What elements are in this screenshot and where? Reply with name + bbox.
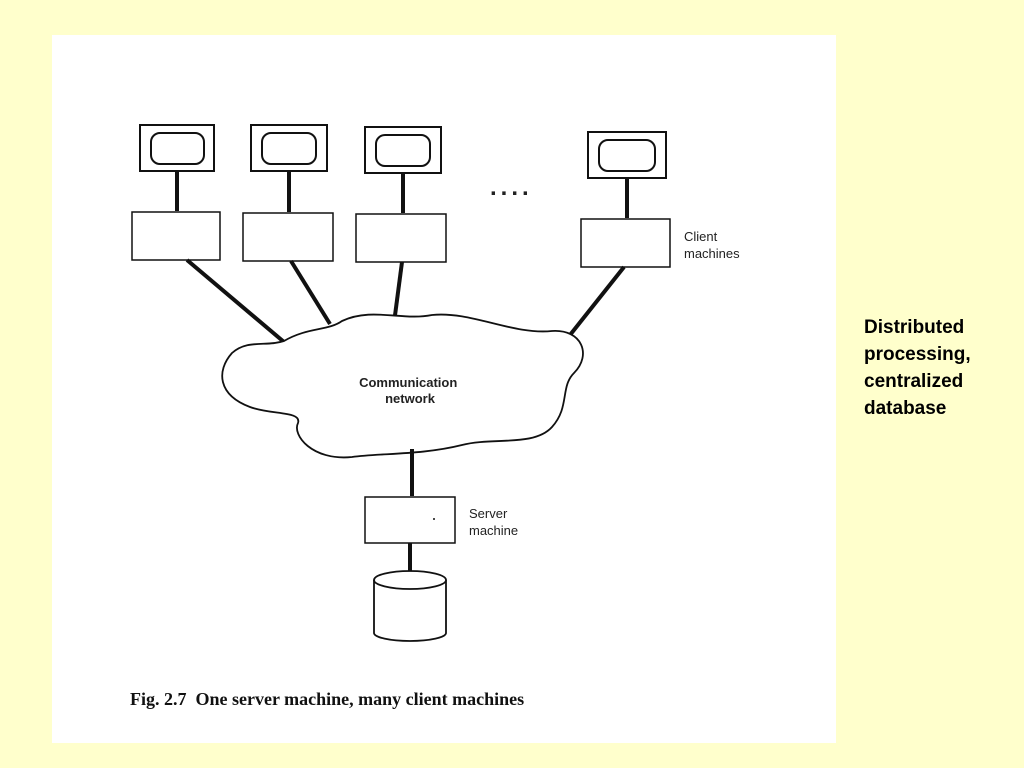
client-box — [355, 213, 447, 263]
client-box — [580, 218, 671, 268]
figure-caption: Fig. 2.7 One server machine, many client… — [130, 689, 525, 709]
server-machine-label: Server machine — [469, 506, 518, 538]
network-cloud — [221, 313, 584, 459]
ellipsis-dots: .... — [490, 174, 533, 201]
client-box — [131, 211, 221, 261]
client-group-2 — [242, 124, 334, 262]
client-machines-label: Client machines — [684, 229, 740, 261]
side-note: Distributed processing, centralized data… — [864, 314, 1014, 422]
database-cylinder-icon — [373, 570, 447, 642]
figure-panel: .... Client machines Communication netwo… — [52, 35, 836, 743]
monitor-icon — [587, 131, 667, 179]
client-box — [242, 212, 334, 262]
client-group-4 — [580, 131, 671, 268]
server-box — [364, 496, 456, 544]
client-server-diagram: .... Client machines Communication netwo… — [131, 124, 740, 642]
communication-network-label: Communication network — [359, 375, 461, 406]
monitor-icon — [364, 126, 442, 174]
network-links — [185, 258, 626, 344]
monitor-icon — [139, 124, 215, 172]
client-group-1 — [131, 124, 221, 261]
client-group-3 — [355, 126, 447, 263]
side-note-line: centralized — [864, 371, 964, 392]
side-note-line: processing, — [864, 344, 971, 365]
monitor-icon — [250, 124, 328, 172]
side-note-line: database — [864, 398, 947, 419]
side-note-line: Distributed — [864, 317, 965, 338]
